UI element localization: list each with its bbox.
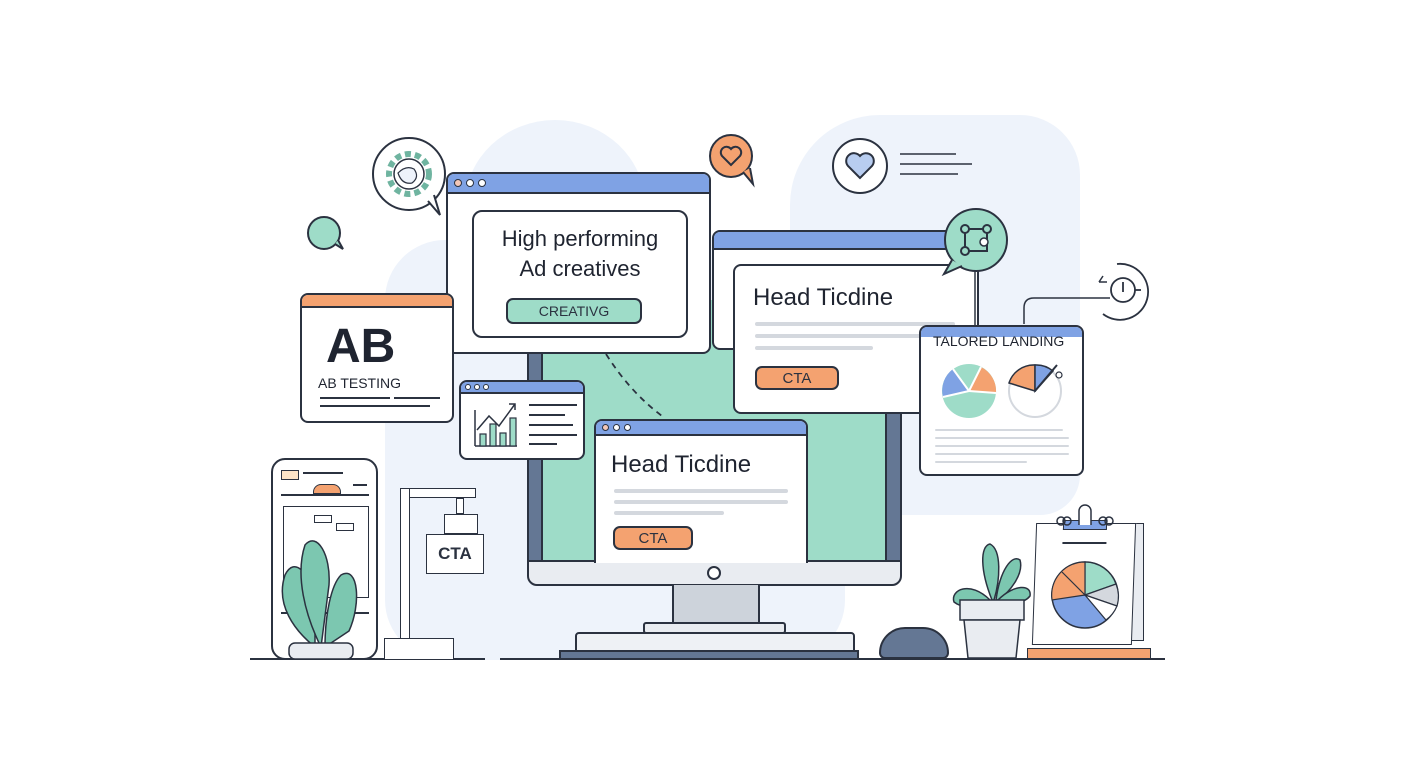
cta-button-front[interactable]: CTA bbox=[613, 526, 693, 550]
window-dot-icon bbox=[478, 179, 486, 187]
sign-stand bbox=[384, 488, 478, 660]
ab-card-header bbox=[302, 295, 452, 308]
flip-chart-hook-icon bbox=[1056, 504, 1114, 526]
headline-window-front: Head Ticdine CTA bbox=[594, 419, 808, 563]
creative-title-line1: High performing bbox=[501, 226, 659, 251]
landing-header bbox=[921, 327, 1082, 351]
text-line bbox=[320, 397, 390, 399]
text-line bbox=[529, 414, 565, 416]
text-line bbox=[935, 445, 1069, 447]
mobile-badge bbox=[313, 484, 341, 494]
tailored-landing-card: TALORED LANDING bbox=[919, 325, 1084, 476]
text-line bbox=[394, 397, 440, 399]
cta-button-back[interactable]: CTA bbox=[755, 366, 839, 390]
ad-creative-window: High performing Ad creatives CREATIVG bbox=[446, 172, 711, 354]
creative-button[interactable]: CREATIVG bbox=[506, 298, 642, 324]
creative-title-line2: Ad creatives bbox=[519, 256, 641, 281]
potted-plant-icon bbox=[952, 543, 1031, 659]
ab-testing-card: AB AB TESTING bbox=[300, 293, 454, 423]
dashed-connector bbox=[605, 353, 663, 417]
text-line bbox=[614, 511, 724, 515]
text-line bbox=[614, 500, 788, 504]
hanging-cta-sign: CTA bbox=[426, 534, 484, 574]
text-line bbox=[529, 443, 557, 445]
text-line bbox=[529, 424, 573, 426]
text-line bbox=[614, 489, 788, 493]
text-line bbox=[529, 404, 577, 406]
power-button-icon bbox=[707, 566, 721, 580]
text-line bbox=[320, 405, 430, 407]
text-line bbox=[935, 453, 1069, 455]
gauge-chart-icon bbox=[1008, 364, 1063, 418]
headline-back-title: Head Ticdine bbox=[753, 284, 894, 311]
connector-line bbox=[1023, 297, 1110, 324]
window-dot-icon bbox=[466, 179, 474, 187]
keyboard bbox=[575, 632, 855, 652]
text-line bbox=[529, 434, 577, 436]
keyboard-base bbox=[559, 650, 859, 660]
mobile-header-chip bbox=[281, 470, 299, 480]
creative-card: High performing Ad creatives CREATIVG bbox=[472, 210, 688, 338]
heart-chat-icon bbox=[709, 134, 755, 188]
growth-chart-icon bbox=[474, 403, 517, 447]
ab-big-label: AB bbox=[326, 320, 396, 373]
crop-connector bbox=[974, 270, 976, 326]
flip-chart-base bbox=[1027, 648, 1151, 659]
heart-circle-icon bbox=[832, 138, 972, 194]
text-line bbox=[755, 334, 955, 338]
hanging-cta-label: CTA bbox=[438, 544, 472, 563]
pie-chart-icon bbox=[942, 364, 997, 418]
teal-chat-bubble-icon bbox=[307, 216, 344, 250]
text-line bbox=[935, 461, 1027, 463]
monitor-stand bbox=[672, 585, 760, 623]
crop-chat-icon bbox=[941, 208, 1008, 277]
mouse-icon bbox=[879, 627, 949, 659]
text-line bbox=[755, 346, 873, 350]
window-titlebar bbox=[448, 174, 709, 194]
window-dot-icon bbox=[454, 179, 462, 187]
gear-chat-icon bbox=[372, 137, 446, 216]
growth-chart-window bbox=[459, 380, 585, 460]
headline-front-title: Head Ticdine bbox=[611, 451, 752, 478]
text-line bbox=[935, 429, 1063, 431]
timer-icon bbox=[1098, 262, 1149, 321]
flip-chart-pie-icon bbox=[1051, 561, 1120, 629]
landing-title: TALORED LANDING bbox=[933, 333, 1065, 349]
plant-icon bbox=[281, 540, 358, 660]
text-line bbox=[755, 322, 955, 326]
text-line bbox=[935, 437, 1069, 439]
ab-caption: AB TESTING bbox=[318, 375, 401, 391]
